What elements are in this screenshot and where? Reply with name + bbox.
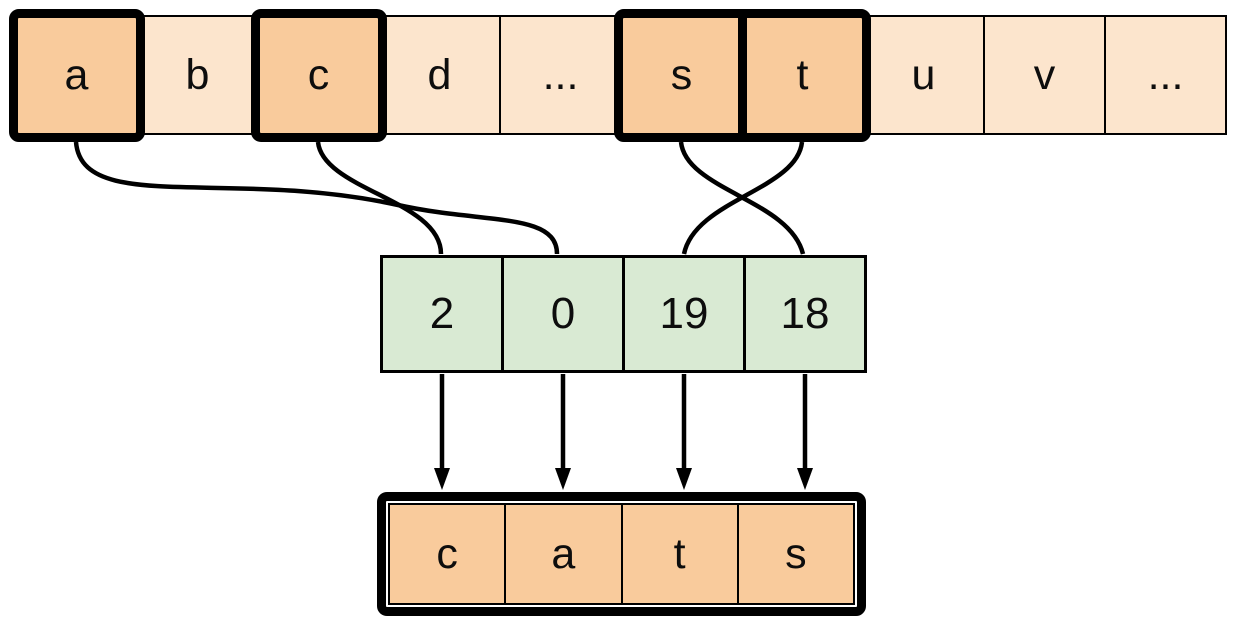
result-cell-s: s bbox=[736, 503, 855, 605]
alphabet-cell-b: b bbox=[136, 15, 259, 135]
index-arrow-0-to-a-head bbox=[555, 468, 571, 490]
index-array: 2 0 19 18 bbox=[380, 255, 867, 373]
index-arrow-18-to-s-head bbox=[797, 468, 813, 490]
mapping-curve-c-to-2 bbox=[315, 141, 444, 255]
index-cell-0: 0 bbox=[501, 255, 625, 373]
alphabet-cell-ellipsis-1: ... bbox=[499, 15, 622, 135]
alphabet-array: a b c d ... s t u v ... bbox=[15, 15, 1227, 135]
alphabet-cell-v: v bbox=[983, 15, 1106, 135]
index-cell-2: 2 bbox=[380, 255, 504, 373]
alphabet-cell-t: t bbox=[741, 15, 864, 135]
alphabet-cell-ellipsis-2: ... bbox=[1104, 15, 1227, 135]
alphabet-cell-s: s bbox=[620, 15, 743, 135]
alphabet-cell-a: a bbox=[15, 15, 138, 135]
alphabet-cell-d: d bbox=[378, 15, 501, 135]
result-array: c a t s bbox=[377, 492, 866, 616]
index-cell-18: 18 bbox=[743, 255, 867, 373]
result-cell-c: c bbox=[388, 503, 507, 605]
index-arrow-2-to-c-head bbox=[434, 468, 450, 490]
index-cell-19: 19 bbox=[622, 255, 746, 373]
alphabet-cell-u: u bbox=[862, 15, 985, 135]
mapping-curve-t-to-19 bbox=[681, 141, 805, 255]
index-arrow-19-to-t-head bbox=[676, 468, 692, 490]
alphabet-cell-c: c bbox=[257, 15, 380, 135]
mapping-curve-s-to-18 bbox=[678, 141, 806, 255]
result-cell-t: t bbox=[620, 503, 739, 605]
mapping-curve-a-to-0 bbox=[73, 141, 560, 255]
result-cell-a: a bbox=[504, 503, 623, 605]
